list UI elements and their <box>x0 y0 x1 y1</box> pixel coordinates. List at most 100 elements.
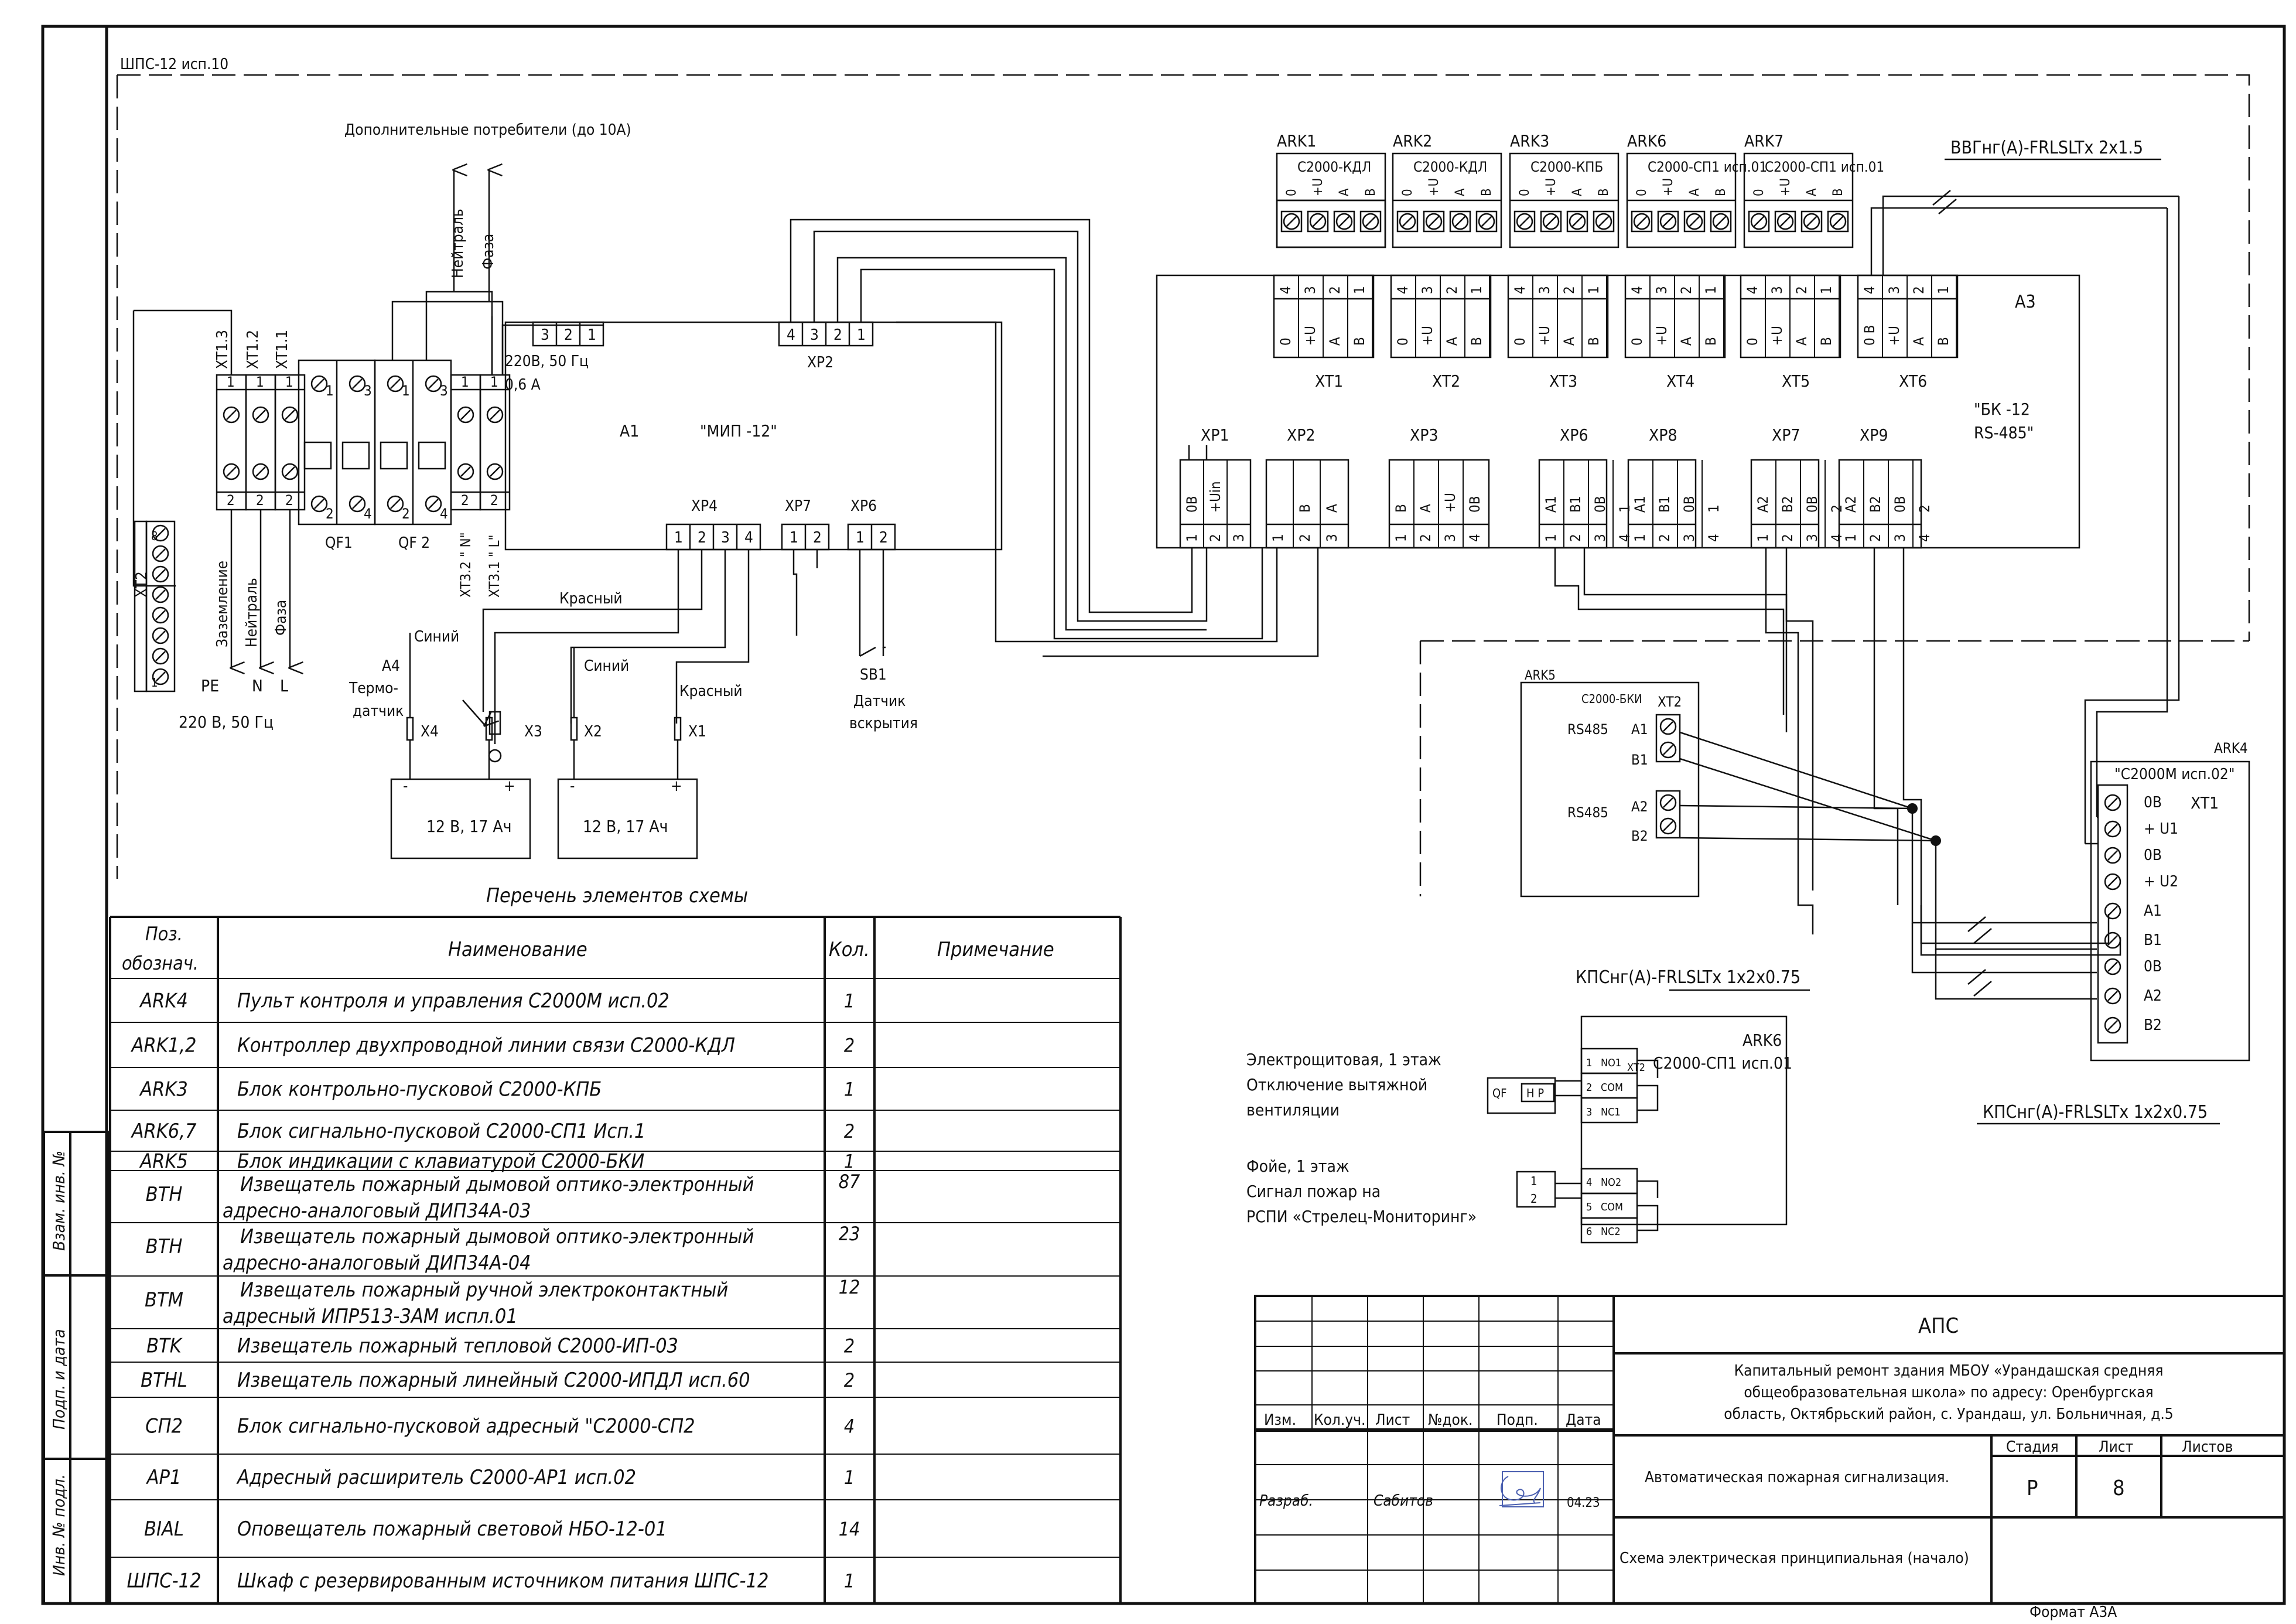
svg-text:2: 2 <box>256 492 264 509</box>
a3-xp-pin: B <box>1393 504 1409 513</box>
tamper-label-2: вскрытия <box>849 715 918 732</box>
stamp-col-header: Подп. <box>1496 1411 1538 1429</box>
thermo-label-1: Термо- <box>348 680 398 697</box>
svg-text:2: 2 <box>285 492 293 509</box>
svg-text:1: 1 <box>461 374 469 390</box>
ark5-junctions <box>1907 803 1941 846</box>
ark5-xt: XT2 <box>1658 694 1682 710</box>
a3-xt-num: 3 <box>1886 286 1902 294</box>
bom-qty: 1 <box>844 1151 855 1173</box>
a3-xp-num: 1 <box>1393 534 1409 542</box>
bom-pos: СП2 <box>145 1415 183 1438</box>
ark-module-type: С2000-КПБ <box>1530 159 1603 175</box>
l-label: L <box>280 676 288 695</box>
terminal-screw-icon <box>1280 210 1303 233</box>
svg-text:3: 3 <box>721 529 730 547</box>
a1-rating-a: 0,6 А <box>505 376 541 394</box>
ark-module-id: ARK7 <box>1744 131 1784 151</box>
ark-module-pin: +U <box>1778 178 1793 196</box>
stamp-col-header: №док. <box>1428 1411 1472 1429</box>
ark4-pin: 0B <box>2144 958 2162 975</box>
stamp-sheets-header: Листов <box>2182 1438 2233 1456</box>
a3-xp-pin: 0B <box>1681 496 1697 513</box>
ark-module-id: ARK3 <box>1510 131 1549 151</box>
blue-wire-label: Синий <box>414 628 459 646</box>
bom-pos: BTH <box>146 1183 183 1206</box>
bom-name: адресно-аналоговый ДИП34А-03 <box>223 1199 531 1223</box>
bom-name: адресно-аналоговый ДИП34А-04 <box>223 1251 531 1275</box>
a3-xt-pin: B <box>1935 337 1952 346</box>
xp7-label: XP7 <box>785 497 811 515</box>
a3-xt-label: XT1 <box>1315 371 1343 391</box>
ark6b-id: ARK6 <box>1742 1031 1782 1050</box>
a3-xt-num: 4 <box>1744 286 1761 294</box>
a3-xt-pin: 0 <box>1395 337 1411 346</box>
a3-xt-num: 2 <box>1444 286 1460 294</box>
bom-pos: BIAL <box>144 1517 184 1541</box>
a3-xt-pin: A <box>1911 337 1927 346</box>
svg-text:3: 3 <box>810 326 819 344</box>
svg-text:4: 4 <box>744 529 753 547</box>
stamp-sheet-no: 8 <box>2113 1476 2125 1500</box>
svg-text:2: 2 <box>813 529 822 547</box>
ark-module-type: С2000-СП1 исп.01 <box>1648 159 1767 175</box>
a3-xp-num: 4 <box>1829 534 1845 542</box>
bom-qty: 1 <box>844 1570 855 1592</box>
ark5-b1: B1 <box>1631 752 1648 768</box>
terminal-screw-icon <box>1657 210 1679 233</box>
relay-pin-num: 3 <box>1586 1106 1592 1118</box>
consumers-label: Дополнительные потребители (до 10А) <box>344 121 631 139</box>
svg-text:1: 1 <box>856 529 865 547</box>
a3-xp-num: 1 <box>1270 534 1286 542</box>
a3-xp-label: XP7 <box>1772 425 1800 445</box>
a3-xp-num: 4 <box>1706 534 1722 542</box>
svg-text:3: 3 <box>440 383 448 399</box>
a3-xt-num: 1 <box>1818 286 1834 294</box>
side-label-1: Взам. инв. № <box>49 1151 69 1251</box>
a3-xp-pin: 0B <box>1184 496 1200 513</box>
svg-text:4: 4 <box>787 326 795 344</box>
bom-qty: 2 <box>844 1369 855 1391</box>
a3-xt-num: 1 <box>1935 286 1952 294</box>
bom-name: Контроллер двухпроводной линии связи С20… <box>237 1034 735 1057</box>
terminal-screw-icon <box>1748 210 1770 233</box>
ark-module-pin: A <box>1687 188 1702 196</box>
ark5-id: ARK5 <box>1525 668 1556 683</box>
a3-xt-num: 2 <box>1561 286 1577 294</box>
bom-name: Блок индикации с клавиатурой С2000-БКИ <box>237 1150 644 1173</box>
svg-text:8: 8 <box>151 529 158 543</box>
a3-name-2: RS-485" <box>1974 423 2034 442</box>
phase-up-label: Фаза <box>480 234 497 269</box>
stamp-col-header: Изм. <box>1264 1411 1296 1429</box>
a3-xp-pin: 0B <box>1804 496 1820 513</box>
ark6b-type: С2000-СП1 исп.01 <box>1653 1053 1792 1073</box>
a3-xt-num: 2 <box>1678 286 1694 294</box>
x4-label: X4 <box>421 723 439 741</box>
bom-pos: BTK <box>146 1335 183 1358</box>
side-strip <box>43 1131 110 1605</box>
a3-xp-num: 2 <box>1867 534 1884 542</box>
relay-pin-num: 2 <box>1586 1081 1592 1094</box>
ark-module-id: ARK2 <box>1393 131 1432 151</box>
a3-xp-num: 2 <box>1417 534 1434 542</box>
a3-xt-num: 3 <box>1653 286 1670 294</box>
pe-label: PE <box>201 676 219 695</box>
a3-xt-pin: A <box>1793 337 1810 346</box>
a3-xt-num: 3 <box>1769 286 1785 294</box>
a3-xt-pin: 0 <box>1277 337 1294 346</box>
bom-name: Пульт контроля и управления С2000М исп.0… <box>237 990 669 1013</box>
a3-xt-pin: 0 <box>1512 337 1528 346</box>
stamp-col-header: Лист <box>1375 1411 1410 1429</box>
a3-terminal-labels: XT1403+U2A1BXT2403+U2A1BXT3403+U2A1BXT44… <box>1277 275 1957 391</box>
relay-pin-name: NO2 <box>1601 1176 1621 1189</box>
bom-qty: 1 <box>844 1079 855 1101</box>
stamp-date: 04.23 <box>1567 1496 1600 1510</box>
a3-xp-pin: 2 <box>1916 504 1933 513</box>
ark4-pin: + U2 <box>2144 873 2178 891</box>
terminal-screw-icon <box>1800 210 1823 233</box>
ark6b-cable: КПСнг(А)-FRLSLTx 1x2x0.75 <box>1576 967 1800 988</box>
